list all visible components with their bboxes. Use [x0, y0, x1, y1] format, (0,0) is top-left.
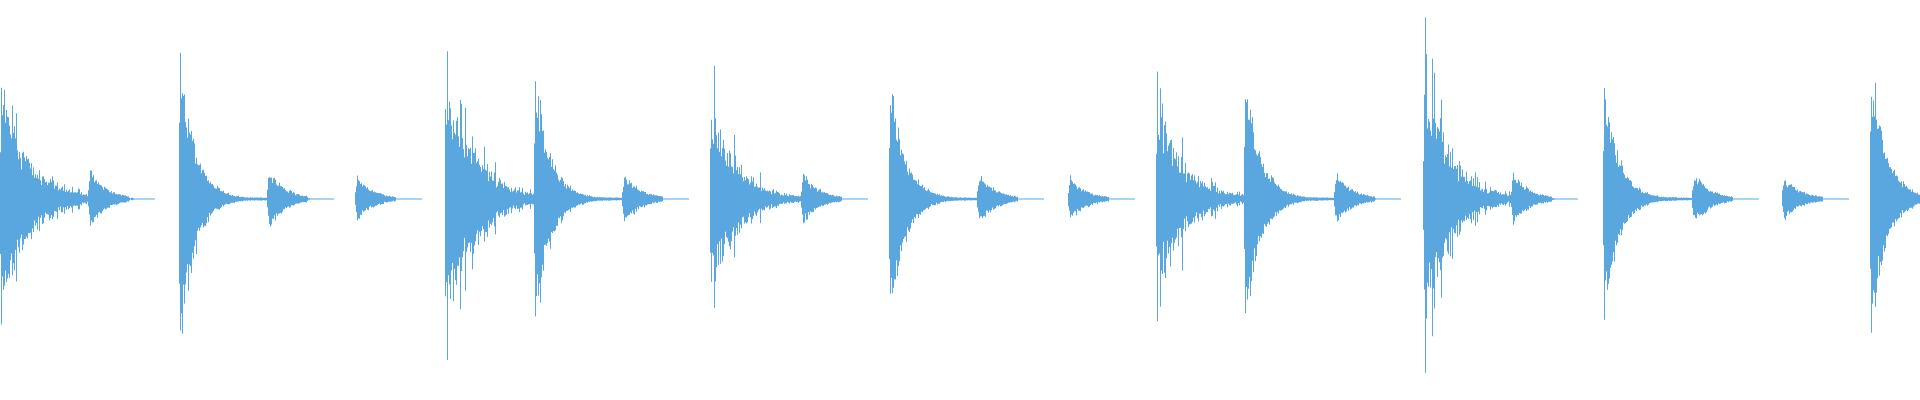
waveform-bars: [0, 17, 1920, 373]
